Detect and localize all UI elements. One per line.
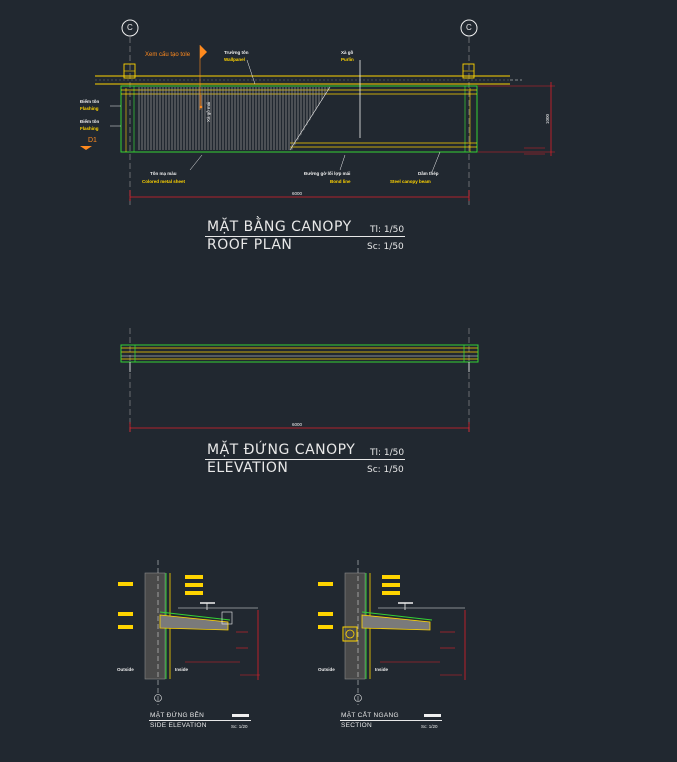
dim-elevation-bottom: 6000 — [292, 422, 303, 427]
detail2-title-vn: MẶT CẮT NGANG — [341, 712, 399, 719]
label-metal-sheet-en: Colored metal sheet — [142, 179, 186, 184]
detail2-inside-label: Inside — [375, 667, 389, 672]
grid-bubble-right-label: C — [466, 23, 473, 32]
elevation-scale-en: Sc: 1/50 — [367, 465, 404, 475]
label-wallpanel-vn: Trường tôn — [224, 50, 249, 55]
roof-plan-scale-en: Sc: 1/50 — [367, 242, 404, 252]
detail1-outside-label: Outside — [117, 667, 134, 672]
label-flashing-2-en: Flashing — [80, 126, 99, 131]
elevation-scale-vn: Tl: 1/50 — [370, 448, 405, 458]
detail1-title-vn: MẶT ĐỨNG BÊN — [150, 712, 205, 719]
label-bond-line-vn: Đường gờ lối lợp mái — [304, 171, 351, 176]
detail1-inside-label: Inside — [175, 667, 189, 672]
roof-plan-title-vn: MẶT BẰNG CANOPY — [207, 219, 352, 235]
label-d1: D1 — [88, 137, 97, 144]
label-roof-purlin: Xà gồ mái — [206, 101, 211, 122]
dim-plan-right: 1000 — [545, 113, 550, 124]
label-flashing-1-vn: Điểm tôn — [80, 99, 100, 104]
roof-plan-title-en: ROOF PLAN — [207, 237, 293, 253]
label-purlin-vn: Xà gồ — [341, 50, 354, 55]
label-purlin-en: Purlin — [341, 57, 354, 62]
detail2-scale: Sc: 1/20 — [421, 724, 438, 729]
elevation-title-en: ELEVATION — [207, 460, 289, 476]
label-wallpanel-en: Wallpanel — [224, 57, 245, 62]
roof-plan-drawing — [80, 19, 555, 205]
label-flashing-1-en: Flashing — [80, 106, 99, 111]
detail-side-elevation-drawing — [118, 560, 260, 717]
dim-plan-bottom: 6000 — [292, 191, 303, 196]
note-tole: Xem cấu tạo tole — [145, 52, 191, 58]
elevation-drawing — [120, 328, 479, 432]
detail2-outside-label: Outside — [318, 667, 335, 672]
label-metal-sheet-vn: Tôn mạ màu — [150, 171, 177, 176]
label-canopy-beam-en: Steel canopy beam — [390, 179, 431, 184]
grid-bubble-left — [121, 19, 139, 37]
grid-bubble-left-label: C — [127, 23, 134, 32]
label-flashing-2-vn: Điểm tôn — [80, 119, 100, 124]
grid-bubble-right — [460, 19, 478, 37]
detail1-title-en: SIDE ELEVATION — [150, 722, 207, 729]
roof-plan-scale-vn: Tl: 1/50 — [370, 225, 405, 235]
elevation-title-vn: MẶT ĐỨNG CANOPY — [207, 442, 356, 458]
detail1-scale: Sc: 1/20 — [231, 724, 248, 729]
label-bond-line-en: Bond line — [330, 179, 351, 184]
label-canopy-beam-vn: Dầm thép — [418, 171, 439, 176]
detail-section-drawing — [318, 560, 466, 717]
detail2-title-en: SECTION — [341, 722, 372, 729]
